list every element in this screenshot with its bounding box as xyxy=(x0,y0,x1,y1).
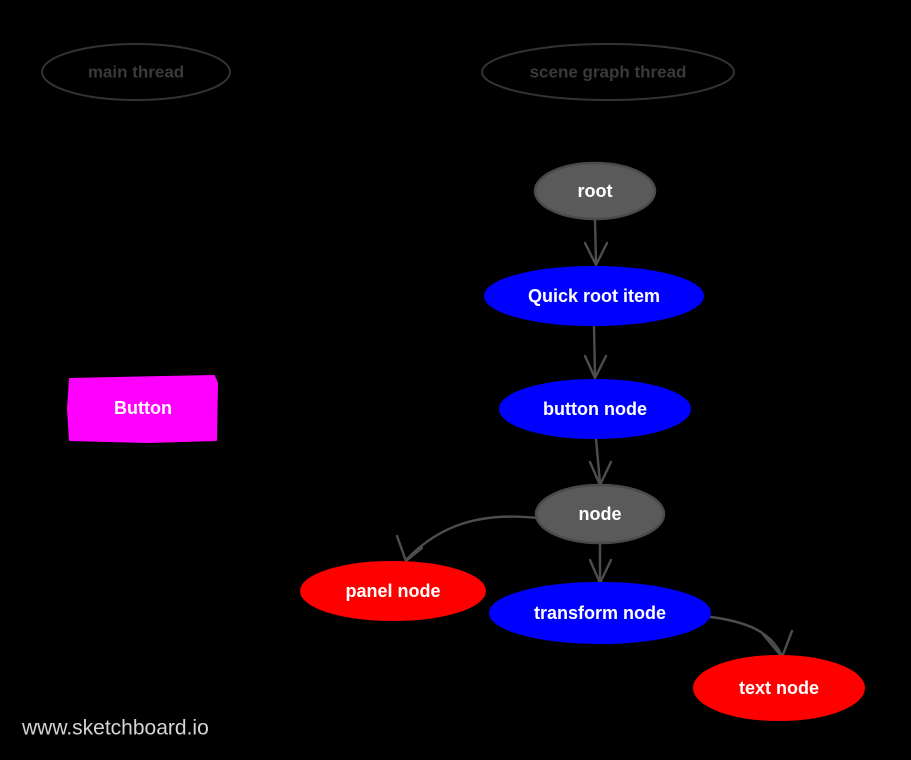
edge-arrowhead xyxy=(583,354,608,380)
swimlane-main-thread-outline xyxy=(41,43,231,101)
swimlane-main-thread-label: main thread xyxy=(88,62,184,81)
swimlane-scene-graph-thread-label: scene graph thread xyxy=(530,62,687,81)
node-root[interactable]: root xyxy=(533,161,657,221)
node-panel-node-shape xyxy=(300,561,486,621)
node-text-node-shape xyxy=(693,655,865,721)
edge-node-to-panel-node[interactable] xyxy=(395,515,539,563)
node-text-node[interactable]: text node xyxy=(693,655,865,721)
node-root-shape xyxy=(533,161,657,221)
node-button-node-shape xyxy=(499,379,691,439)
node-button-node[interactable]: button node xyxy=(499,379,691,439)
edge-arrowhead xyxy=(395,534,424,563)
node-button-label: Button xyxy=(114,398,172,418)
node-quick-root-item[interactable]: Quick root item xyxy=(484,266,704,326)
swimlane-main-thread[interactable]: main thread xyxy=(41,43,231,101)
node-text-node-label: text node xyxy=(739,678,819,698)
swimlane-scene-graph-thread-outline xyxy=(481,43,735,101)
node-button-node-label: button node xyxy=(543,399,647,419)
node-transform-node[interactable]: transform node xyxy=(489,582,711,644)
node-panel-node[interactable]: panel node xyxy=(300,561,486,621)
node-transform-node-label: transform node xyxy=(534,603,666,623)
edge-line xyxy=(405,515,539,561)
edge-line xyxy=(709,615,783,656)
node-root-label: root xyxy=(578,181,613,201)
node-transform-node-shape xyxy=(489,582,711,644)
edge-root-to-quick-root-item[interactable] xyxy=(583,218,609,267)
watermark-label: www.sketchboard.io xyxy=(21,717,209,740)
swimlane-scene-graph-thread[interactable]: scene graph thread xyxy=(481,43,735,101)
node-node-shape xyxy=(534,483,666,545)
edge-line xyxy=(592,325,597,378)
node-panel-node-label: panel node xyxy=(345,581,440,601)
node-button[interactable]: Button xyxy=(67,375,218,443)
edge-line xyxy=(593,218,598,265)
node-node-label: node xyxy=(579,504,622,524)
node-quick-root-item-label: Quick root item xyxy=(528,286,660,306)
edge-quick-root-item-to-button-node[interactable] xyxy=(583,325,608,380)
edge-line xyxy=(594,437,602,485)
edge-arrowhead xyxy=(583,241,609,267)
node-node[interactable]: node xyxy=(534,483,666,545)
node-quick-root-item-shape xyxy=(484,266,704,326)
node-button-shape xyxy=(67,375,218,443)
